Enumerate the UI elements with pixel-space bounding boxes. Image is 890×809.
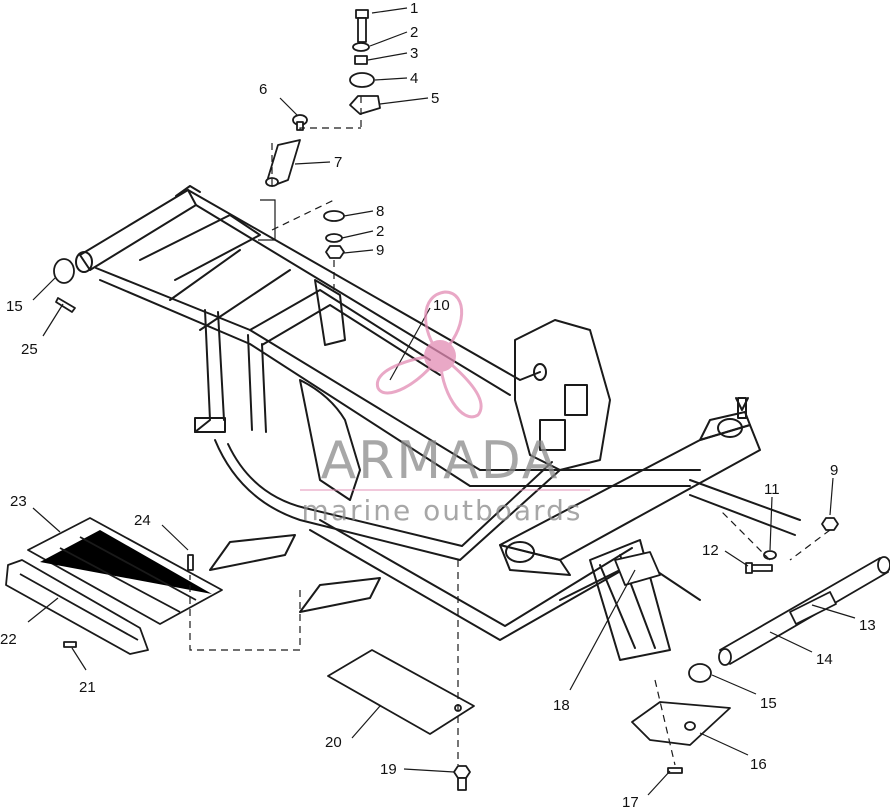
crossmember-18 <box>614 551 661 586</box>
watermark-tagline: marine outboards <box>302 494 583 527</box>
nut-9-right <box>821 517 839 531</box>
callout-2-upper: 2 <box>410 24 418 41</box>
bushing-15-left <box>53 258 75 284</box>
callout-18: 18 <box>553 697 570 714</box>
watermark-brand: ARMADA <box>321 431 560 491</box>
bolt-12 <box>745 562 773 574</box>
bracket-16 <box>631 701 731 746</box>
leader-lines <box>27 7 856 796</box>
rear-bumper-22 <box>5 559 149 655</box>
skid-plate-20 <box>327 649 475 735</box>
callout-15-left: 15 <box>6 298 23 315</box>
callout-23: 23 <box>10 493 27 510</box>
callout-24: 24 <box>134 512 151 529</box>
bolt-17 <box>667 767 683 774</box>
propeller-logo-icon <box>375 290 483 419</box>
callout-15-right: 15 <box>760 695 777 712</box>
callout-6: 6 <box>259 81 267 98</box>
pin-25 <box>55 297 76 313</box>
pin-6 <box>292 114 308 131</box>
callout-14: 14 <box>816 651 833 668</box>
callout-9-upper: 9 <box>376 242 384 259</box>
bolt-1 <box>355 9 369 43</box>
callout-25: 25 <box>21 341 38 358</box>
callout-20: 20 <box>325 734 342 751</box>
upper-link-bracket <box>258 199 276 241</box>
washer-2-lower <box>325 233 343 243</box>
callout-8: 8 <box>376 203 384 220</box>
callout-22: 22 <box>0 631 17 648</box>
bolt-19 <box>453 765 471 791</box>
callout-12: 12 <box>702 542 719 559</box>
rear-rack-23 <box>27 517 223 625</box>
callout-2-lower: 2 <box>376 223 384 240</box>
callout-16: 16 <box>750 756 767 773</box>
watermark: ARMADA marine outboards <box>300 290 590 527</box>
callout-1: 1 <box>410 0 418 17</box>
bracket-5 <box>349 95 381 115</box>
callout-11: 11 <box>764 481 780 498</box>
callout-3: 3 <box>410 45 418 62</box>
sleeve-14 <box>789 591 837 625</box>
bushing-3 <box>354 55 368 65</box>
nut-9-upper <box>325 245 345 259</box>
callout-5: 5 <box>431 90 439 107</box>
washer-8 <box>323 210 345 222</box>
callout-13: 13 <box>859 617 876 634</box>
alignment-lines <box>189 96 831 766</box>
callout-17: 17 <box>622 794 639 809</box>
callout-21: 21 <box>79 679 96 696</box>
pin-24 <box>187 554 194 571</box>
callout-4: 4 <box>410 70 418 87</box>
bushing-15-right <box>688 663 712 683</box>
bolt-21 <box>63 641 77 648</box>
link-arm-7 <box>265 139 301 187</box>
callout-9-right: 9 <box>830 462 838 479</box>
washer-2-upper <box>352 42 370 52</box>
callout-19: 19 <box>380 761 397 778</box>
mount-4 <box>349 72 375 88</box>
callout-10: 10 <box>433 297 450 314</box>
main-frame <box>75 185 801 661</box>
callout-7: 7 <box>334 154 342 171</box>
